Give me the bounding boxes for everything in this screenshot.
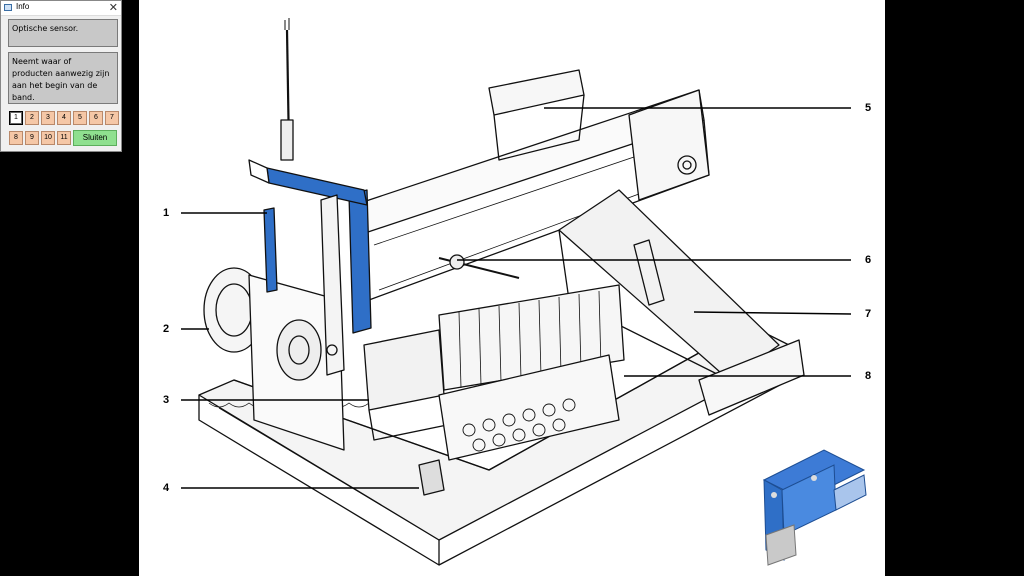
callout-6: 6 <box>865 254 872 266</box>
title-bar[interactable]: Info ✕ <box>1 1 121 16</box>
conveyor-technical-drawing <box>181 18 852 566</box>
nav-button-1[interactable]: 1 <box>9 111 23 125</box>
nav-button-4[interactable]: 4 <box>57 111 71 125</box>
part-title: Optische sensor. <box>8 19 118 47</box>
callout-4: 4 <box>163 482 170 494</box>
window-icon <box>4 4 12 11</box>
nav-button-9[interactable]: 9 <box>25 131 39 145</box>
nav-button-8[interactable]: 8 <box>9 131 23 145</box>
window-title: Info <box>16 2 30 11</box>
nav-button-2[interactable]: 2 <box>25 111 39 125</box>
callout-5: 5 <box>865 102 872 114</box>
part-description: Neemt waar of producten aanwezig zijn aa… <box>8 52 118 104</box>
nav-button-7[interactable]: 7 <box>105 111 119 125</box>
nav-button-6[interactable]: 6 <box>89 111 103 125</box>
nav-button-5[interactable]: 5 <box>73 111 87 125</box>
callout-1: 1 <box>163 207 170 219</box>
sensor-photo <box>762 449 867 566</box>
callout-7: 7 <box>865 308 872 320</box>
illustration-area: 1 2 3 4 5 6 7 8 <box>139 0 885 576</box>
nav-button-10[interactable]: 10 <box>41 131 55 145</box>
callout-8: 8 <box>865 370 872 382</box>
callout-2: 2 <box>163 323 170 335</box>
info-window: Info ✕ Optische sensor. Neemt waar of pr… <box>0 0 122 152</box>
close-icon[interactable]: ✕ <box>108 1 118 14</box>
nav-button-3[interactable]: 3 <box>41 111 55 125</box>
nav-button-11[interactable]: 11 <box>57 131 71 145</box>
callout-3: 3 <box>163 394 170 406</box>
close-button[interactable]: Sluiten <box>73 130 117 146</box>
